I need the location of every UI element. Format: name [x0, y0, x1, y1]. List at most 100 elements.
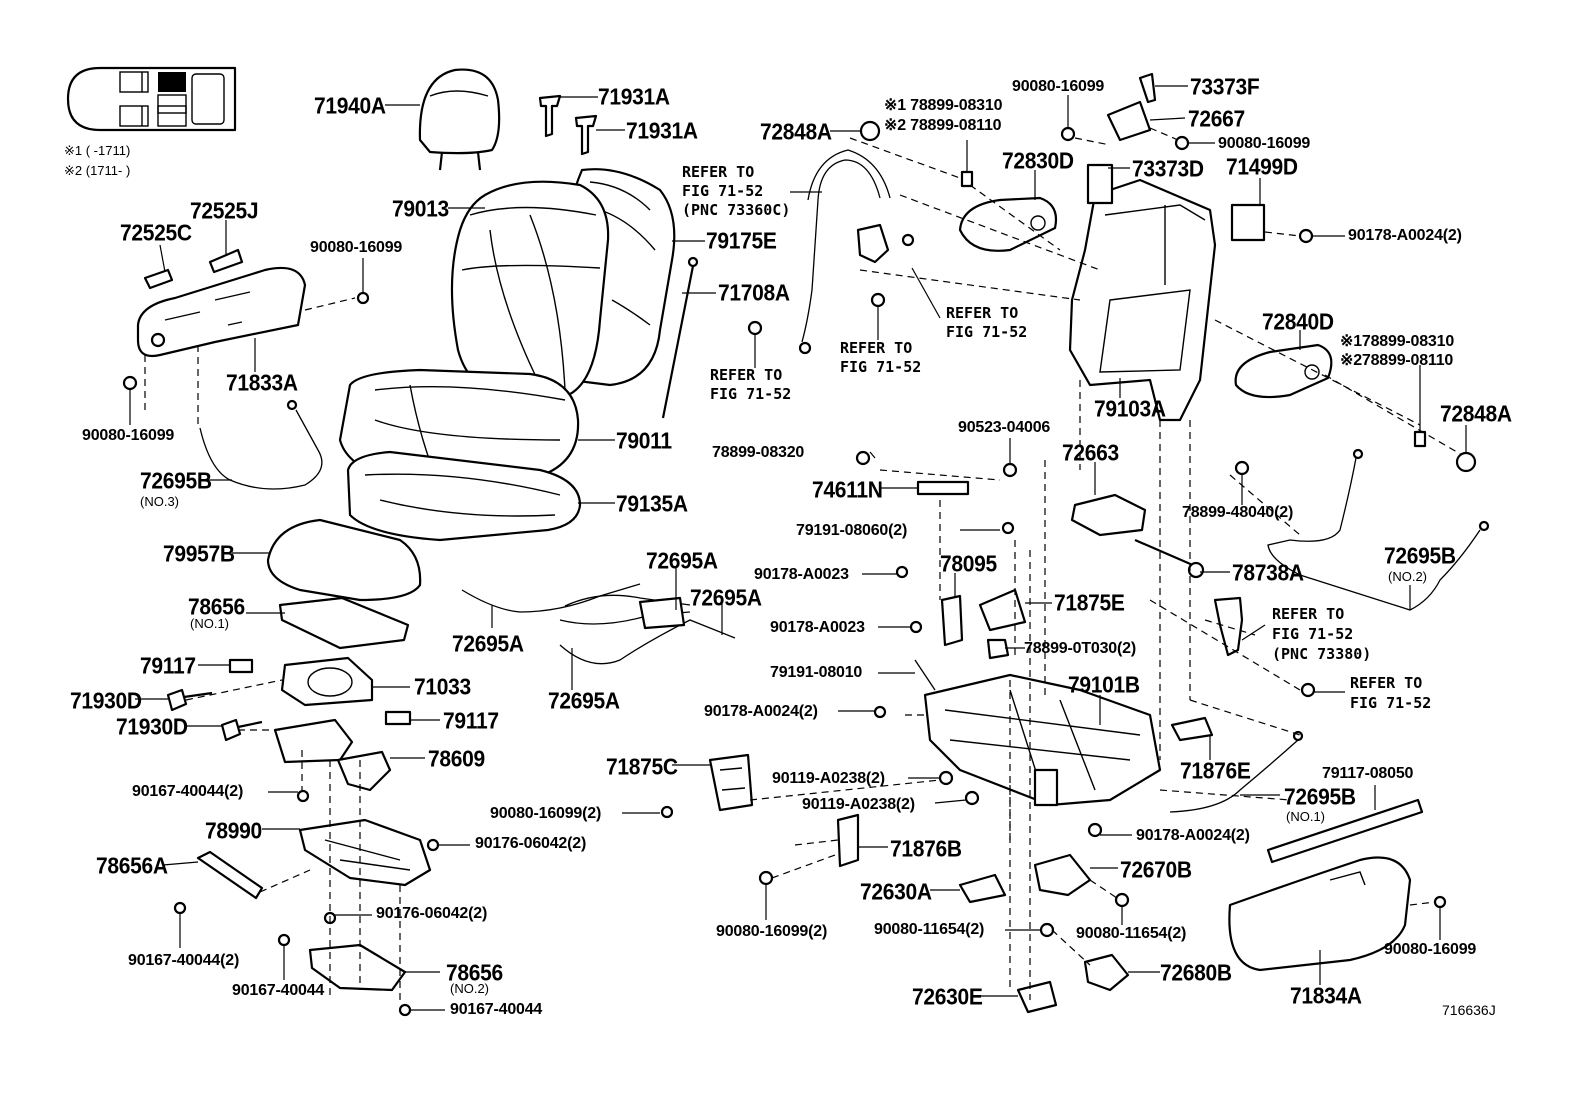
label-72695a-3: 72695A: [452, 631, 524, 658]
label-71876b: 71876B: [890, 836, 962, 863]
label-79957b: 79957B: [163, 541, 235, 568]
bolts-90119: [938, 770, 980, 806]
cable-72695b-no1: [1087, 730, 1304, 838]
side-cover-71834a: [1228, 856, 1447, 972]
label-79175e: 79175E: [706, 228, 777, 255]
lever-78095: [914, 594, 1010, 691]
label-79117-a: 79117: [140, 653, 196, 680]
label-72695b-no2-note: (NO.2): [1388, 569, 1427, 584]
strip-79117-08050: [1266, 798, 1424, 864]
label-71834a: 71834A: [1290, 983, 1362, 1010]
label-72695a-2: 72695A: [690, 585, 762, 612]
label-71931a-2: 71931A: [626, 118, 698, 145]
label-71033: 71033: [414, 674, 471, 701]
refer-4b: FIG 71-52: [946, 323, 1028, 341]
label-72525j: 72525J: [190, 198, 259, 225]
seatbelt-assembly: [747, 149, 915, 355]
label-72830d: 72830D: [1002, 148, 1074, 175]
bracket-78609: [273, 718, 392, 803]
label-78899-08320: 78899-08320: [712, 444, 805, 461]
cover-78656-no2: [277, 933, 412, 1017]
label-72667: 72667: [1188, 106, 1245, 133]
cap-72848a-1: [859, 120, 881, 142]
label-90119-a0238-2a: 90119-A0238(2): [772, 770, 885, 787]
seatback-frame-79103a: [1068, 163, 1314, 422]
dashed-lines: [144, 127, 1463, 1005]
locks-72670b-72630a: [958, 853, 1130, 938]
bracket-72667: [1060, 72, 1190, 151]
refer-6b: FIG 71-52: [1350, 694, 1432, 712]
armrest-72840d: [1234, 343, 1477, 473]
label-78899-08110-2: ※278899-08110: [1340, 352, 1454, 369]
label-90080-16099-b: 90080-16099: [82, 427, 175, 444]
label-71833a: 71833A: [226, 370, 298, 397]
label-90080-16099-c: 90080-16099: [1012, 78, 1105, 95]
label-90178-a0024-2b: 90178-A0024(2): [704, 703, 818, 720]
label-71499d: 71499D: [1226, 154, 1298, 181]
label-71708a: 71708A: [718, 280, 790, 307]
diagram-id: 716636J: [1442, 1002, 1496, 1018]
refer-1c: (PNC 73360C): [682, 201, 791, 219]
label-90178-a0023-b: 90178-A0023: [770, 619, 865, 636]
label-73373f: 73373F: [1190, 74, 1260, 101]
headrest-guides: [538, 94, 598, 156]
board-78656: [278, 596, 410, 650]
bracket-72663: [855, 450, 1250, 537]
label-90080-16099-a: 90080-16099: [310, 239, 403, 256]
lever-78656a: [173, 850, 264, 915]
label-78899-08310-2: ※178899-08310: [1340, 333, 1455, 350]
label-79117-08050: 79117-08050: [1322, 765, 1414, 782]
label-90167-40044-a: 90167-40044: [232, 982, 325, 999]
label-90080-16099-2a: 90080-16099(2): [490, 805, 602, 822]
cables-72695a: [461, 583, 736, 665]
label-90523-04006: 90523-04006: [958, 419, 1051, 436]
label-78738a: 78738A: [1232, 560, 1304, 587]
label-72695b-no1-note: (NO.1): [1286, 809, 1325, 824]
label-90080-16099-d: 90080-16099: [1218, 135, 1311, 152]
label-72680b: 72680B: [1160, 960, 1232, 987]
label-79103a: 79103A: [1094, 396, 1166, 423]
label-79101b: 79101B: [1068, 672, 1140, 699]
label-79117-b: 79117: [443, 708, 499, 735]
label-78095: 78095: [940, 551, 997, 578]
refer-5b: FIG 71-52: [1272, 625, 1354, 643]
legend-car-icon: [66, 66, 237, 132]
label-90167-40044-2a: 90167-40044(2): [132, 783, 244, 800]
label-90178-a0023-a: 90178-A0023: [754, 566, 849, 583]
label-78656-no1: 78656: [188, 594, 245, 621]
label-72630a: 72630A: [860, 879, 932, 906]
refer-4a: REFER TO: [946, 304, 1019, 322]
label-72695b-no2: 72695B: [1384, 543, 1456, 570]
label-71930d-a: 71930D: [70, 688, 142, 715]
label-90119-a0238-2b: 90119-A0238(2): [802, 796, 915, 813]
label-78609: 78609: [428, 746, 485, 773]
label-90167-40044-b: 90167-40044: [450, 1001, 543, 1018]
seatback-79013: [450, 168, 676, 402]
label-90178-a0024-2a: 90178-A0024(2): [1348, 227, 1462, 244]
label-79191-08060-2: 79191-08060(2): [796, 522, 908, 539]
label-90176-06042-2b: 90176-06042(2): [376, 905, 488, 922]
label-90080-11654-2a: 90080-11654(2): [874, 921, 985, 938]
label-90178-a0024-2c: 90178-A0024(2): [1136, 827, 1250, 844]
label-71875e: 71875E: [1054, 590, 1125, 617]
refer-5a: REFER TO: [1272, 605, 1345, 623]
label-78899-08110-1: ※2 78899-08110: [884, 117, 1002, 134]
refer-5c: (PNC 73380): [1272, 645, 1372, 663]
strip-74611n: [916, 480, 970, 496]
label-90080-16099-e: 90080-16099: [1384, 941, 1477, 958]
armrest-72830d: [958, 196, 1058, 252]
label-78656-no2: 78656: [446, 960, 503, 987]
label-71931a-1: 71931A: [598, 84, 670, 111]
headrest-71940a: [418, 68, 501, 171]
label-72848a-1: 72848A: [760, 119, 832, 146]
label-79191-08010: 79191-08010: [770, 664, 863, 681]
label-90080-16099-2b: 90080-16099(2): [716, 923, 828, 940]
cable-72695b-no2: [1267, 448, 1490, 611]
label-78990: 78990: [205, 818, 262, 845]
label-90080-11654-2b: 90080-11654(2): [1076, 925, 1187, 942]
hinge-71033: [166, 656, 412, 742]
label-72695b-no1: 72695B: [1284, 784, 1356, 811]
label-72663: 72663: [1062, 440, 1119, 467]
